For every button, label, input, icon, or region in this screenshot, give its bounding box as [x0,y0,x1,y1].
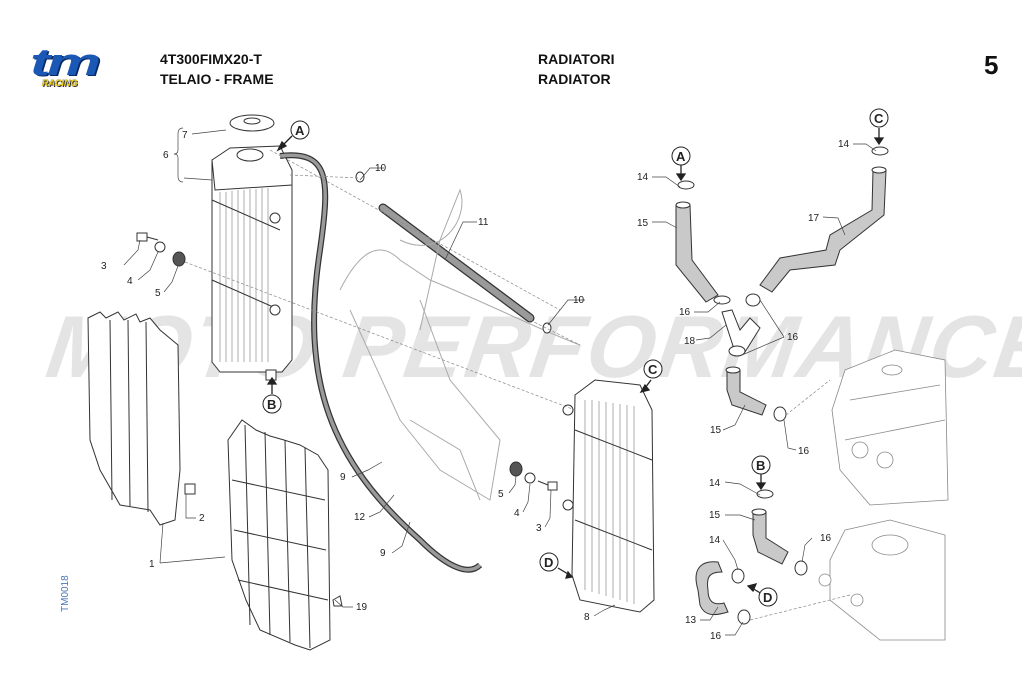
ref-c-right-radiator: C [648,362,658,377]
label-9-lower: 9 [380,548,386,559]
label-14-a: 14 [637,172,649,183]
model-code: 4T300FIMX20-T [160,51,262,67]
radiator-cap[interactable] [229,114,275,162]
hose-15-upper[interactable] [675,204,719,303]
part-labels: A B C D A C B D 7 6 10 11 10 3 4 5 9 12 … [101,111,884,642]
label-11: 11 [478,217,489,228]
washer-4-left[interactable] [154,241,166,253]
grommet-5-left[interactable] [172,251,186,267]
tm-racing-logo: tm RACING [26,42,110,92]
ref-b-hose: B [756,458,765,473]
hose-13[interactable] [695,561,729,616]
section-title-it: RADIATORI [538,51,615,67]
right-radiator[interactable] [562,379,655,613]
label-1: 1 [149,559,155,570]
label-15-lower: 15 [709,510,721,521]
label-3-left: 3 [101,261,107,272]
label-15-upper: 15 [637,218,649,229]
reference-circles [262,108,889,607]
y-fitting-18[interactable] [721,309,761,353]
screw-2[interactable] [184,483,196,495]
cylinder-head-upper [831,349,949,506]
label-12: 12 [354,512,366,523]
label-4-right: 4 [514,508,520,519]
label-16-b: 16 [787,332,799,343]
label-8: 8 [584,612,590,623]
hose-clamps[interactable] [677,146,889,625]
group-title: TELAIO - FRAME [160,71,274,87]
label-2: 2 [199,513,205,524]
label-13: 13 [685,615,697,626]
label-16-c: 16 [798,446,810,457]
ref-d-hose: D [763,590,772,605]
label-16-e: 16 [710,631,722,642]
left-radiator[interactable] [211,145,293,381]
hose-15-middle[interactable] [726,369,767,416]
label-14-b: 14 [709,478,721,489]
label-10-lower: 10 [573,295,585,306]
label-4-left: 4 [127,276,133,287]
ref-a-hose: A [676,149,686,164]
bolt-3-left[interactable] [136,232,159,242]
label-3-right: 3 [536,523,542,534]
hose-15-lower[interactable] [752,511,789,565]
label-6: 6 [163,150,169,161]
section-title-en: RADIATOR [538,71,611,87]
label-10-upper: 10 [375,163,387,174]
washer-4-right[interactable] [524,472,536,484]
logo-tm-text: tm [30,42,101,84]
clamp-10-upper[interactable] [355,171,365,183]
radiator-shroud-1a[interactable] [87,311,181,526]
label-17: 17 [808,213,820,224]
ref-d-right-radiator: D [544,555,553,570]
label-16-a: 16 [679,307,691,318]
ref-a-left: A [295,123,305,138]
logo-racing-text: RACING [42,78,78,88]
grommet-5-right[interactable] [509,461,523,477]
ref-b-left: B [267,397,276,412]
reference-arrows [266,128,885,595]
radiator-louver-1b[interactable] [227,419,331,651]
bolt-3-right[interactable] [537,480,558,491]
ref-c-hose: C [874,111,884,126]
clamp-10-lower[interactable] [542,322,552,334]
label-19: 19 [356,602,368,613]
label-14-c: 14 [838,139,850,150]
label-14-d: 14 [709,535,721,546]
label-5-left: 5 [155,288,161,299]
label-9-upper: 9 [340,472,346,483]
label-15-middle: 15 [710,425,722,436]
hose-17[interactable] [759,169,887,293]
label-18: 18 [684,336,696,347]
label-7: 7 [182,130,188,141]
frame [339,188,581,501]
label-16-d: 16 [820,533,832,544]
page-number: 5 [984,50,999,80]
cylinder-block-lower [818,519,946,641]
leader-lines [123,127,877,636]
label-5-right: 5 [498,489,504,500]
